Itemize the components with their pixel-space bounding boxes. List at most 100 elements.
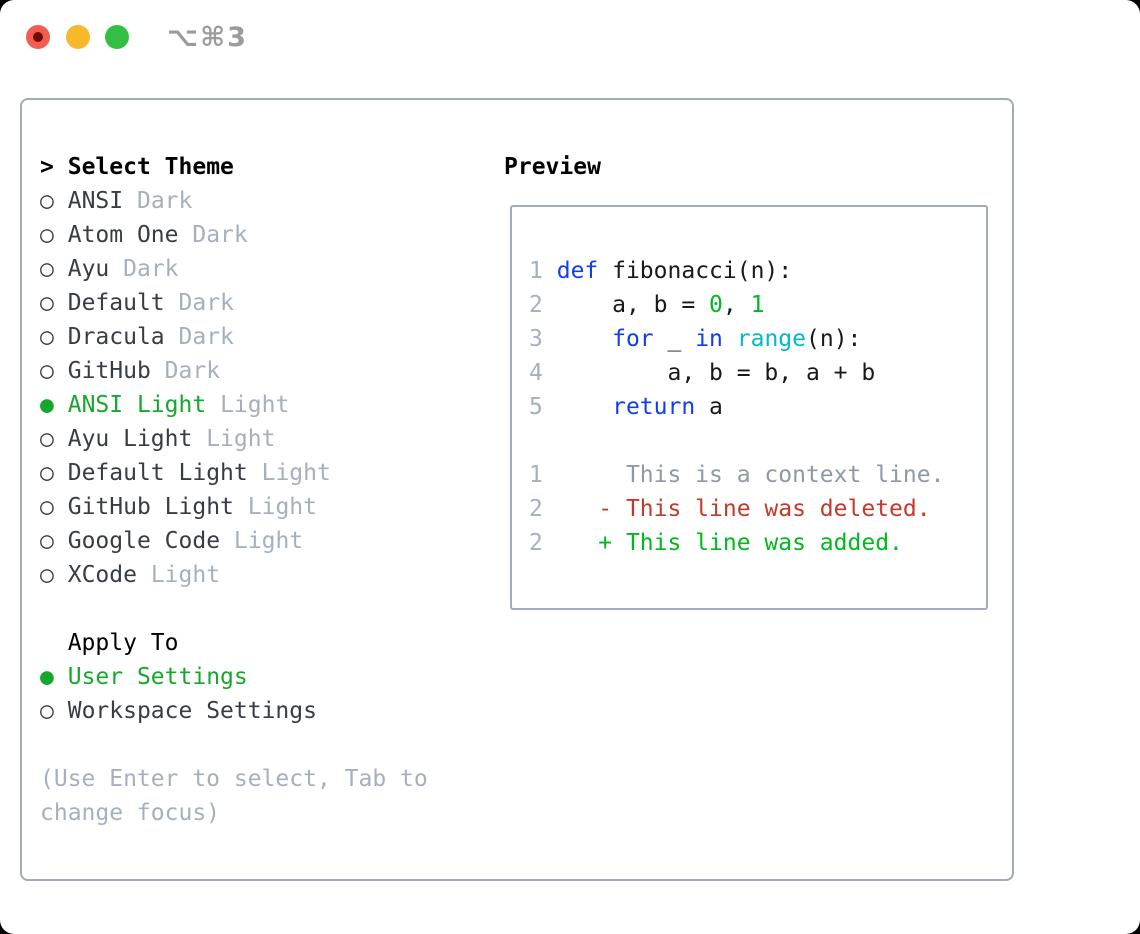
theme-item-default-light[interactable]: ○ Default Light Light: [40, 456, 492, 490]
theme-item-xcode[interactable]: ○ XCode Light: [40, 558, 492, 592]
theme-item-ansi-light[interactable]: ● ANSI Light Light: [40, 388, 492, 422]
code-token: [557, 394, 612, 420]
cursor-icon: >: [40, 154, 54, 180]
radio-icon: ○: [40, 324, 54, 350]
code-token: range: [736, 326, 807, 352]
diff-text: - This line was deleted.: [598, 496, 931, 522]
radio-icon: ○: [40, 562, 54, 588]
code-token: a, b = b, a + b: [556, 360, 876, 386]
main-panel: > Select Theme ○ ANSI Dark○ Atom One Dar…: [20, 98, 1014, 881]
theme-item-label: Ayu Light: [67, 426, 193, 452]
theme-item-label: Ayu: [67, 256, 110, 282]
radio-icon: ○: [40, 188, 54, 214]
minimize-button[interactable]: [66, 25, 90, 49]
theme-item-label: ANSI Light: [67, 392, 207, 418]
apply-option-workspace-settings[interactable]: ○ Workspace Settings: [40, 694, 492, 728]
preview-title: Preview: [504, 154, 601, 180]
theme-item-label: GitHub: [67, 358, 151, 384]
theme-list: ○ ANSI Dark○ Atom One Dark○ Ayu Dark○ De…: [40, 184, 492, 592]
diff-line-added: 2 + This line was added.: [529, 526, 986, 560]
theme-variant-tag: Light: [220, 392, 290, 418]
diff-text: This is a context line.: [598, 462, 945, 488]
radio-icon: ○: [40, 528, 54, 554]
line-number: 3: [529, 326, 543, 352]
help-text: (Use Enter to select, Tab to change focu…: [40, 766, 428, 826]
radio-selected-icon: ●: [40, 664, 54, 690]
theme-item-ayu-light[interactable]: ○ Ayu Light Light: [40, 422, 492, 456]
theme-item-ayu[interactable]: ○ Ayu Dark: [40, 252, 492, 286]
diff-preview-block: 1 This is a context line. 2 - This line w…: [529, 458, 986, 560]
theme-list-title: Select Theme: [67, 154, 234, 180]
theme-variant-tag: Dark: [164, 358, 221, 384]
titlebar: ⌥⌘3: [0, 0, 1140, 98]
radio-icon: ○: [40, 290, 54, 316]
theme-selector-column: > Select Theme ○ ANSI Dark○ Atom One Dar…: [40, 150, 492, 830]
record-dot-icon: [33, 32, 43, 42]
line-number: 4: [529, 360, 543, 386]
theme-item-github[interactable]: ○ GitHub Dark: [40, 354, 492, 388]
code-line: 3 for _ in range(n):: [529, 322, 986, 356]
zoom-button[interactable]: [105, 25, 129, 49]
line-number: 2: [529, 530, 543, 556]
diff-text: + This line was added.: [598, 530, 903, 556]
theme-item-label: ANSI: [67, 188, 124, 214]
theme-variant-tag: Dark: [178, 290, 234, 316]
apply-to-header: Apply To: [67, 630, 179, 656]
code-token: [557, 326, 612, 352]
radio-icon: ○: [40, 256, 54, 282]
code-token: (n):: [806, 326, 862, 352]
code-token: ,: [722, 292, 751, 318]
preview-pane: 1 def fibonacci(n): 2 a, b = 0, 1 3 for _ …: [510, 205, 988, 610]
theme-item-atom-one[interactable]: ○ Atom One Dark: [40, 218, 492, 252]
close-button[interactable]: [26, 25, 50, 49]
radio-icon: ○: [40, 698, 54, 724]
code-token: fibonacci(n):: [598, 258, 793, 284]
code-token: _: [653, 326, 696, 352]
code-token: [723, 326, 737, 352]
radio-icon: ○: [40, 426, 54, 452]
theme-item-label: GitHub Light: [67, 494, 234, 520]
theme-item-label: Default: [67, 290, 165, 316]
theme-item-github-light[interactable]: ○ GitHub Light Light: [40, 490, 492, 524]
radio-icon: ○: [40, 460, 54, 486]
theme-variant-tag: Light: [233, 528, 304, 554]
code-line: 5 return a: [529, 390, 986, 424]
theme-list-header: > Select Theme: [40, 150, 492, 184]
line-number: 5: [529, 394, 543, 420]
line-number: 2: [529, 292, 543, 318]
theme-item-label: Google Code: [67, 528, 221, 554]
line-number: 2: [529, 496, 543, 522]
theme-item-google-code[interactable]: ○ Google Code Light: [40, 524, 492, 558]
theme-variant-tag: Light: [247, 494, 317, 520]
apply-option-label: User Settings: [67, 664, 248, 690]
theme-variant-tag: Dark: [192, 222, 248, 248]
apply-option-user-settings[interactable]: ● User Settings: [40, 660, 492, 694]
theme-variant-tag: Dark: [123, 256, 179, 282]
radio-icon: ○: [40, 494, 54, 520]
code-token: 0: [709, 292, 723, 318]
diff-line-context: 1 This is a context line.: [529, 458, 986, 492]
theme-item-default[interactable]: ○ Default Dark: [40, 286, 492, 320]
theme-item-label: Default Light: [67, 460, 248, 486]
code-token: return: [612, 394, 696, 420]
radio-icon: ○: [40, 222, 54, 248]
theme-item-dracula[interactable]: ○ Dracula Dark: [40, 320, 492, 354]
apply-to-list: ● User Settings○ Workspace Settings: [40, 660, 492, 728]
theme-variant-tag: Light: [261, 460, 331, 486]
theme-item-label: XCode: [67, 562, 137, 588]
theme-item-ansi[interactable]: ○ ANSI Dark: [40, 184, 492, 218]
code-token: in: [695, 326, 723, 352]
code-line: 1 def fibonacci(n):: [529, 254, 986, 288]
radio-selected-icon: ●: [40, 392, 54, 418]
apply-option-label: Workspace Settings: [67, 698, 317, 724]
code-token: a: [695, 394, 723, 420]
line-number: 1: [529, 462, 543, 488]
code-token: a, b =: [556, 292, 710, 318]
code-token: def: [556, 258, 599, 284]
theme-variant-tag: Dark: [136, 188, 193, 214]
code-line: 4 a, b = b, a + b: [529, 356, 986, 390]
theme-variant-tag: Dark: [178, 324, 234, 350]
theme-variant-tag: Light: [206, 426, 276, 452]
